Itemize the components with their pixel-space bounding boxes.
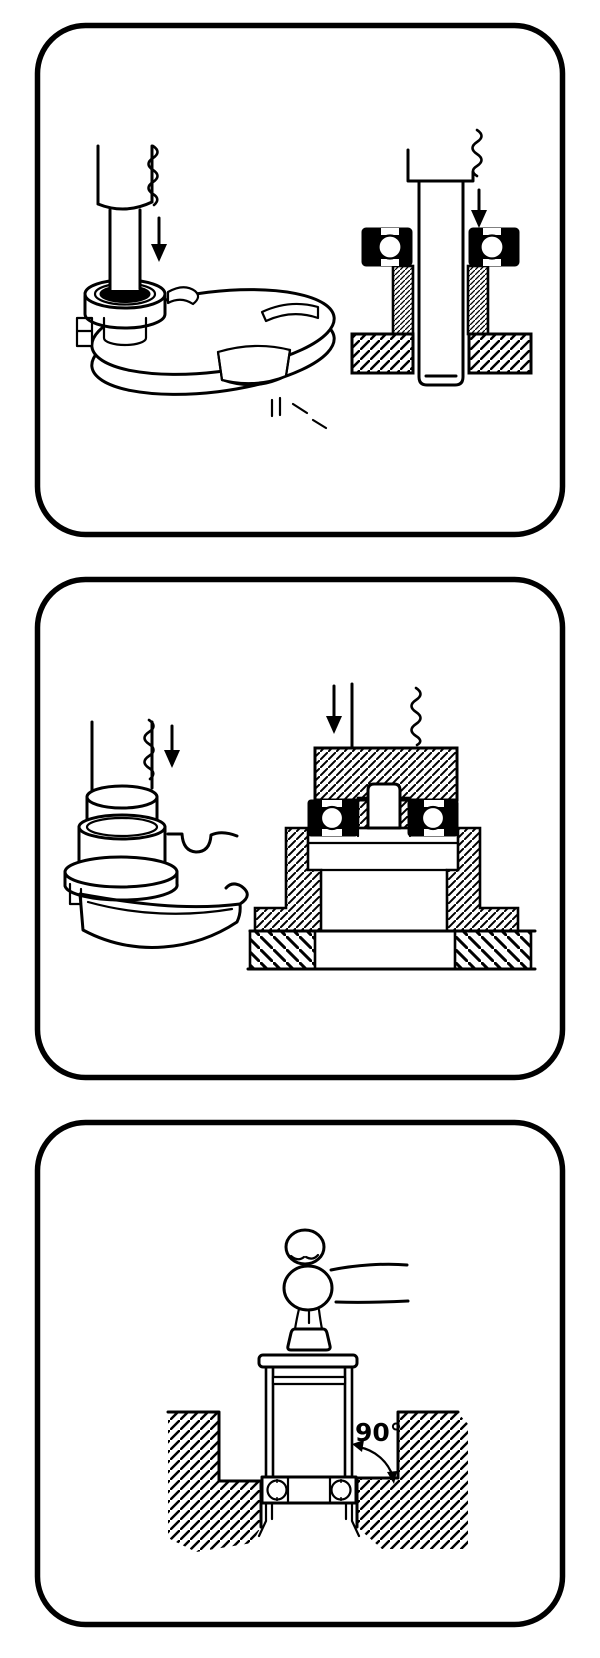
- down-arrow-icon: [164, 724, 180, 768]
- housing: [253, 826, 520, 933]
- support-plate-crescent: [78, 882, 249, 949]
- down-arrow-icon: [326, 684, 342, 734]
- press-ram-3d: [96, 144, 159, 293]
- angle-annotation: 90°: [352, 1418, 402, 1484]
- bearing-inner-race-hub: [102, 316, 148, 347]
- plate-left-tab: [75, 316, 94, 348]
- driver-on-plate-3d: [63, 718, 249, 949]
- bearing-section: [307, 799, 459, 837]
- bearing-ball-right: [420, 805, 446, 831]
- bearing-ball-left: [319, 805, 345, 831]
- driver-step1-top: [85, 784, 159, 810]
- panel-hammer-tap-90deg: 90°: [34, 1119, 566, 1628]
- support-sleeve-left: [391, 264, 415, 336]
- impact-marks: [270, 396, 328, 430]
- driver-flange-tab: [68, 882, 83, 906]
- bearing-ball-left: [266, 1479, 288, 1501]
- bearing-ball-right: [330, 1479, 352, 1501]
- down-arrow-icon: [151, 216, 167, 262]
- bearing-ball-right: [479, 234, 505, 260]
- shaft-press-section: [350, 128, 533, 387]
- driver-stack: [63, 784, 179, 906]
- housing-left-surfaces: [166, 1410, 263, 1529]
- hammer-lower-neck: [293, 1307, 324, 1331]
- crescent-hook: [224, 882, 249, 906]
- break-line-icon: [410, 686, 422, 747]
- housing-right-surfaces: [355, 1410, 460, 1529]
- panel-press-bearing-into-housing: [34, 576, 566, 1081]
- hammer-head: [282, 1264, 334, 1312]
- plate-slot-right: [260, 302, 320, 323]
- base-plate: [246, 929, 537, 971]
- panel-border: [34, 1119, 566, 1628]
- housing: [166, 1410, 468, 1552]
- bearing-side-wall: [83, 294, 167, 330]
- plate-notch-front: [216, 344, 292, 385]
- driver-step2-rim: [85, 816, 159, 838]
- driver-crossbar: [271, 1375, 347, 1386]
- housing-web-lines: [306, 841, 460, 872]
- press-rod: [108, 208, 142, 293]
- bearing-section: [260, 1475, 358, 1505]
- hammer-neck-pinch: [289, 1253, 320, 1261]
- panel-press-bearing-onto-shaft: [34, 22, 566, 538]
- base-plate-lines: [246, 929, 537, 971]
- hammer-peen: [284, 1228, 326, 1266]
- support-sleeve-right: [466, 264, 490, 336]
- press-shoulder: [406, 148, 475, 183]
- shaft: [417, 179, 465, 387]
- hammer-face: [286, 1327, 332, 1352]
- housing-right-hatch: [357, 1412, 468, 1549]
- down-arrow-icon: [471, 188, 487, 228]
- housing-left-hatch: [168, 1412, 261, 1552]
- panel-border: [34, 576, 566, 1081]
- base-plate-right: [467, 332, 533, 375]
- shaft-stub: [366, 782, 402, 830]
- housing-press-section: [246, 682, 537, 971]
- hammer: [282, 1228, 410, 1352]
- base-plate: [350, 332, 533, 375]
- driver-tube-rails: [264, 1365, 354, 1479]
- shaft-section: [406, 128, 483, 387]
- break-line-icon: [143, 718, 155, 781]
- break-line-icon: [147, 144, 159, 207]
- support-plate-3d: [75, 286, 336, 396]
- angle-arc-arrowhead-top: [352, 1440, 364, 1452]
- hammer-handle: [329, 1262, 410, 1304]
- bearing-race-lines: [286, 1475, 332, 1505]
- plate-slot-near-bearing: [166, 286, 200, 306]
- crescent-body: [78, 892, 242, 949]
- base-plate-left: [350, 332, 415, 375]
- angle-arc-arrowhead-bottom: [387, 1471, 397, 1484]
- plate-notch-front-walls: [216, 348, 292, 387]
- bearing-driver: [257, 1353, 359, 1479]
- press-ram-3d: [90, 718, 155, 795]
- driver-cap: [257, 1353, 359, 1369]
- driver-flange-sides: [63, 870, 179, 902]
- base-plate-left: [248, 929, 317, 971]
- plate-back-edge-notch: [166, 831, 239, 854]
- break-line-icon: [471, 128, 483, 178]
- bearing-section: [361, 227, 520, 267]
- crescent-face-line: [86, 900, 234, 915]
- panel-border: [34, 22, 566, 538]
- bore-lower-lips: [257, 1501, 361, 1538]
- bearing-ball-left: [377, 234, 403, 260]
- ball-center-marks: [276, 1479, 342, 1501]
- driver-flange-top: [63, 855, 179, 889]
- base-plate-right: [453, 929, 533, 971]
